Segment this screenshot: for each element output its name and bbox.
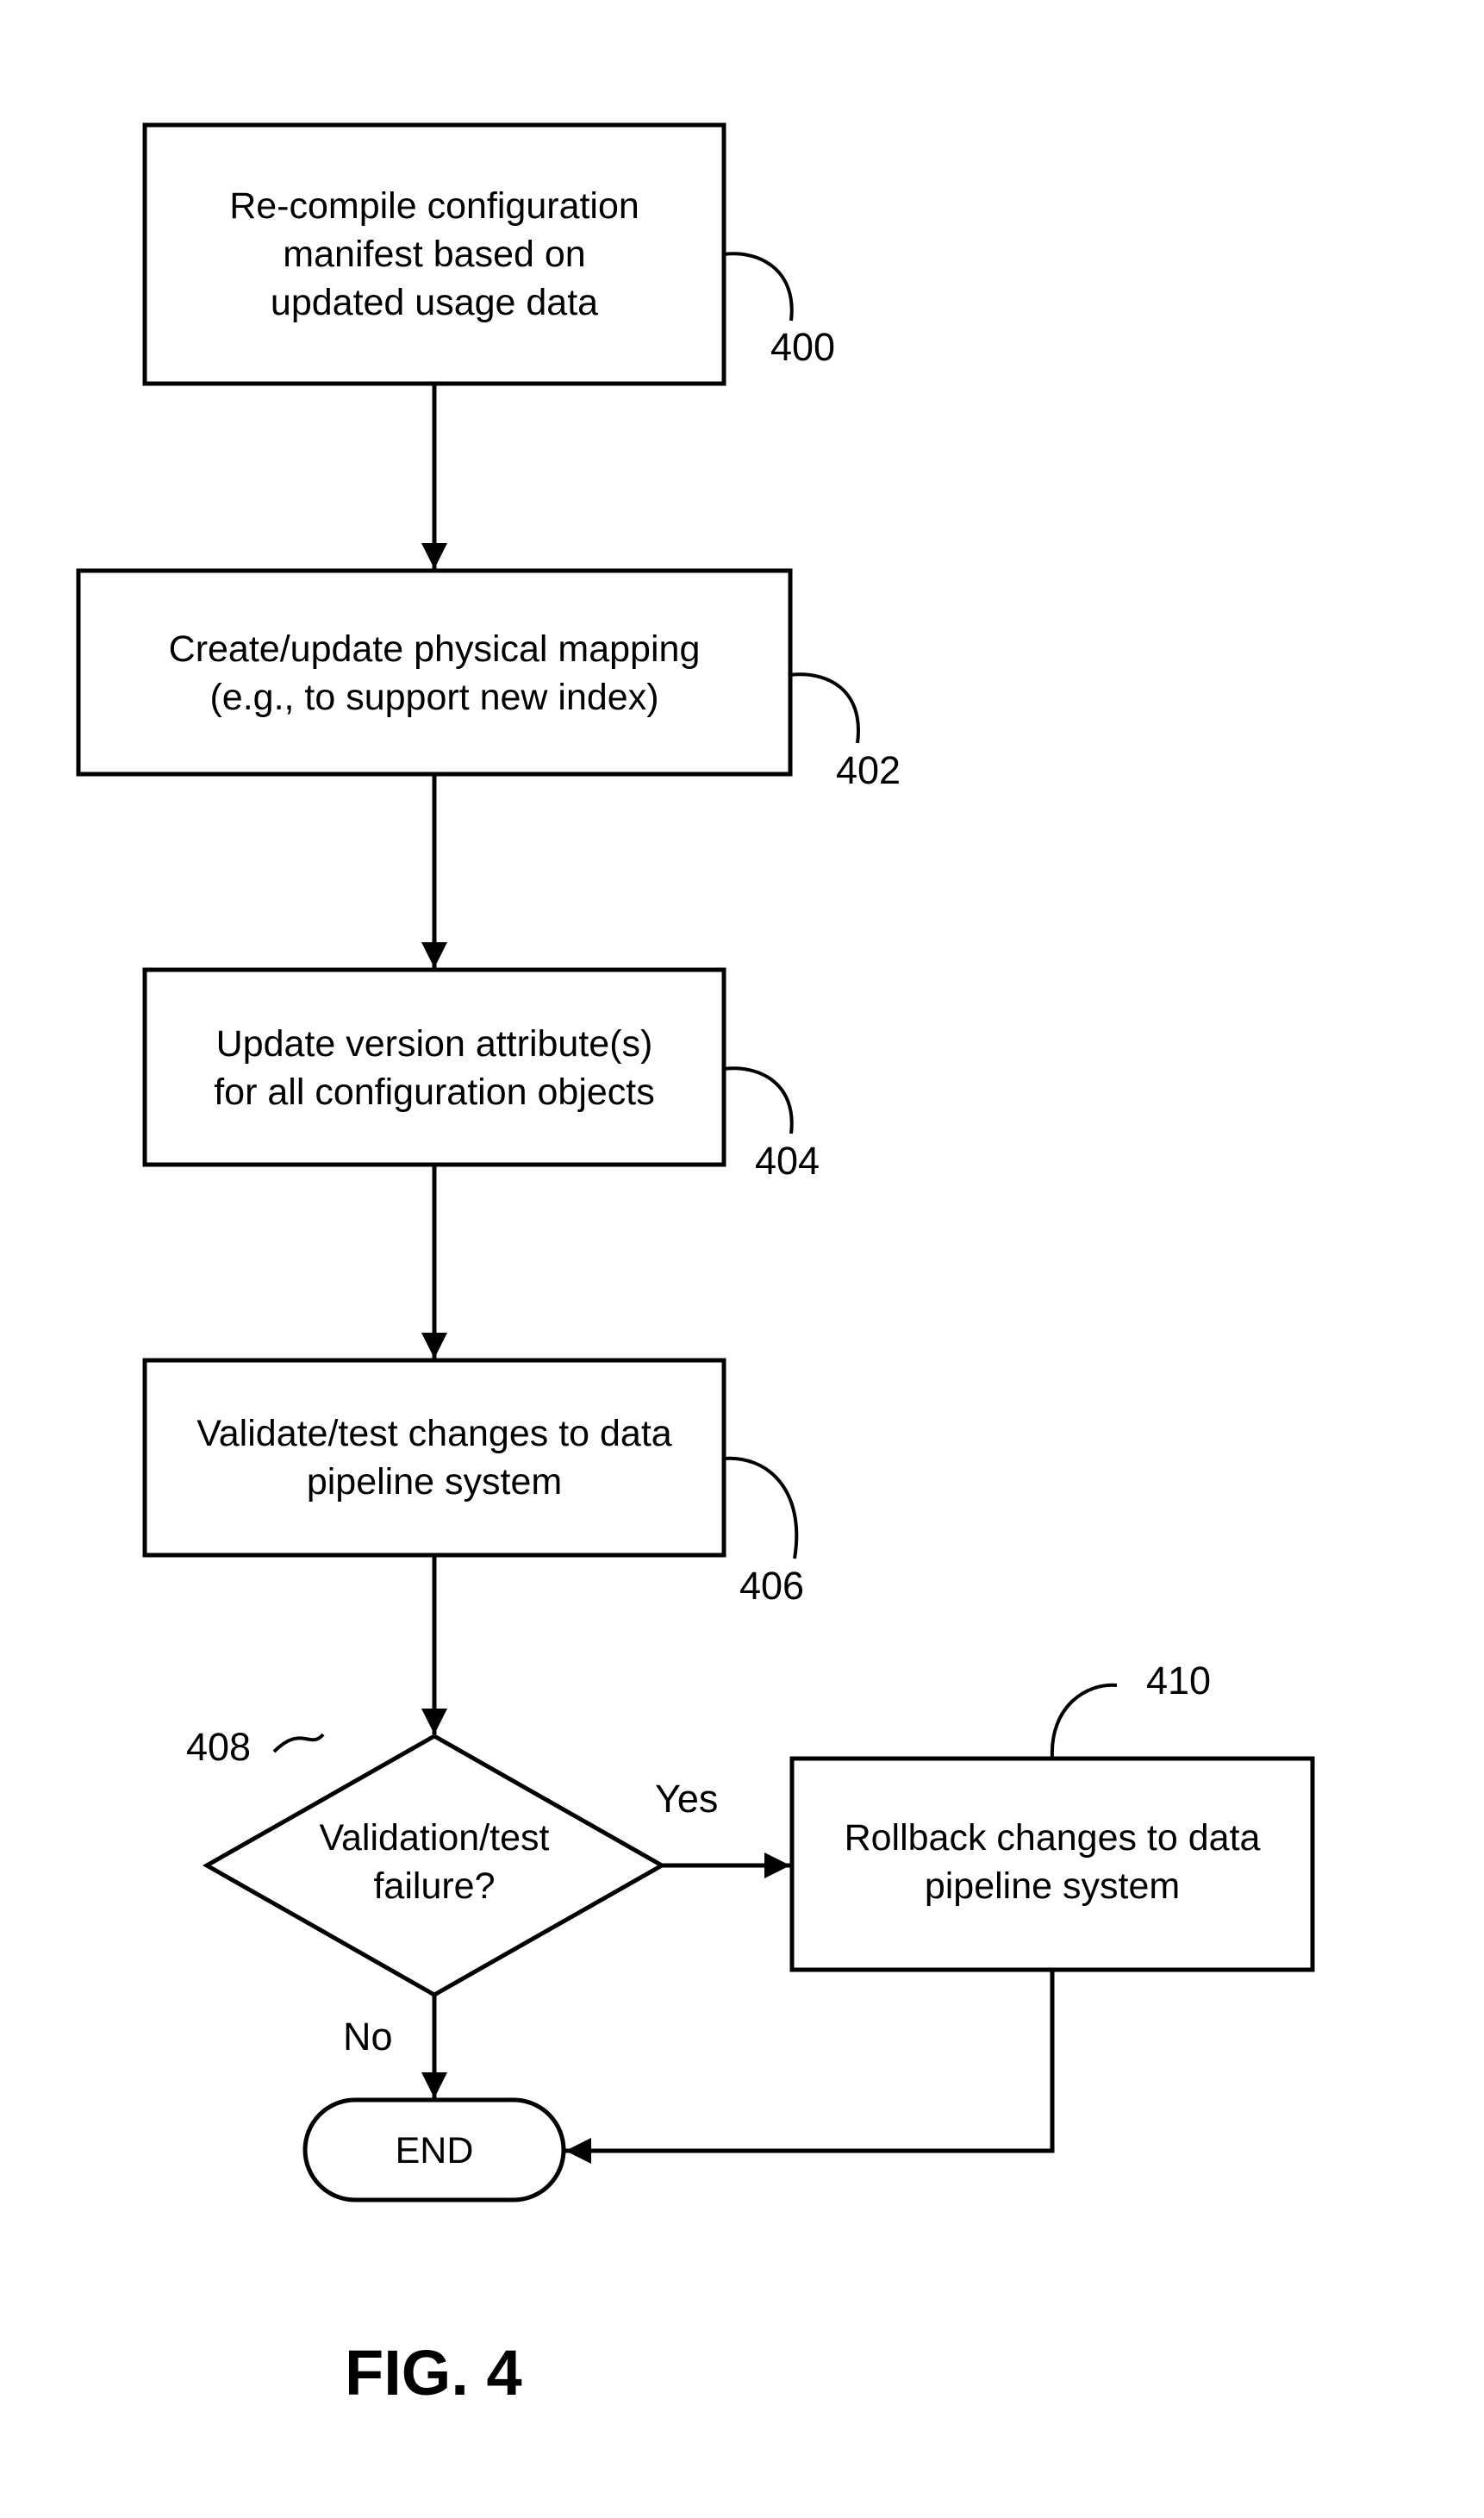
reference-leader-410: [1052, 1685, 1117, 1759]
step-410-line-2: pipeline system: [925, 1865, 1180, 1907]
step-box-402: [78, 571, 790, 774]
reference-leader-404: [724, 1068, 792, 1134]
reference-number-408: 408: [186, 1725, 251, 1769]
reference-number-410: 410: [1146, 1659, 1211, 1703]
reference-number-404: 404: [755, 1139, 820, 1183]
no-branch-label: No: [343, 2015, 393, 2059]
step-404-line-2: for all configuration objects: [214, 1072, 655, 1113]
decision-408-line-1: Validation/test: [320, 1817, 550, 1859]
arrow-410-to-end: [565, 1970, 1052, 2151]
end-terminal-label: END: [396, 2130, 474, 2171]
reference-leader-408: [274, 1734, 323, 1752]
step-box-404: [145, 970, 724, 1165]
step-400-line-3: updated usage data: [271, 282, 598, 323]
reference-leader-406: [724, 1459, 796, 1559]
reference-leader-402: [790, 674, 858, 743]
reference-number-402: 402: [836, 748, 901, 792]
step-404-line-1: Update version attribute(s): [216, 1023, 653, 1065]
step-box-406: [145, 1360, 724, 1555]
step-400-line-1: Re-compile configuration: [229, 185, 639, 227]
reference-number-406: 406: [739, 1564, 804, 1608]
step-410-line-1: Rollback changes to data: [845, 1817, 1261, 1859]
step-406-line-2: pipeline system: [307, 1461, 562, 1503]
step-402-line-1: Create/update physical mapping: [169, 628, 701, 670]
figure-label: FIG. 4: [345, 2337, 522, 2409]
reference-number-400: 400: [770, 325, 835, 369]
reference-leader-400: [724, 253, 792, 321]
decision-408-line-2: failure?: [373, 1865, 495, 1907]
step-402-line-2: (e.g., to support new index): [209, 677, 658, 718]
step-406-line-1: Validate/test changes to data: [196, 1413, 672, 1454]
step-400-line-2: manifest based on: [283, 234, 585, 275]
yes-branch-label: Yes: [655, 1777, 718, 1821]
step-box-410: [792, 1759, 1313, 1970]
